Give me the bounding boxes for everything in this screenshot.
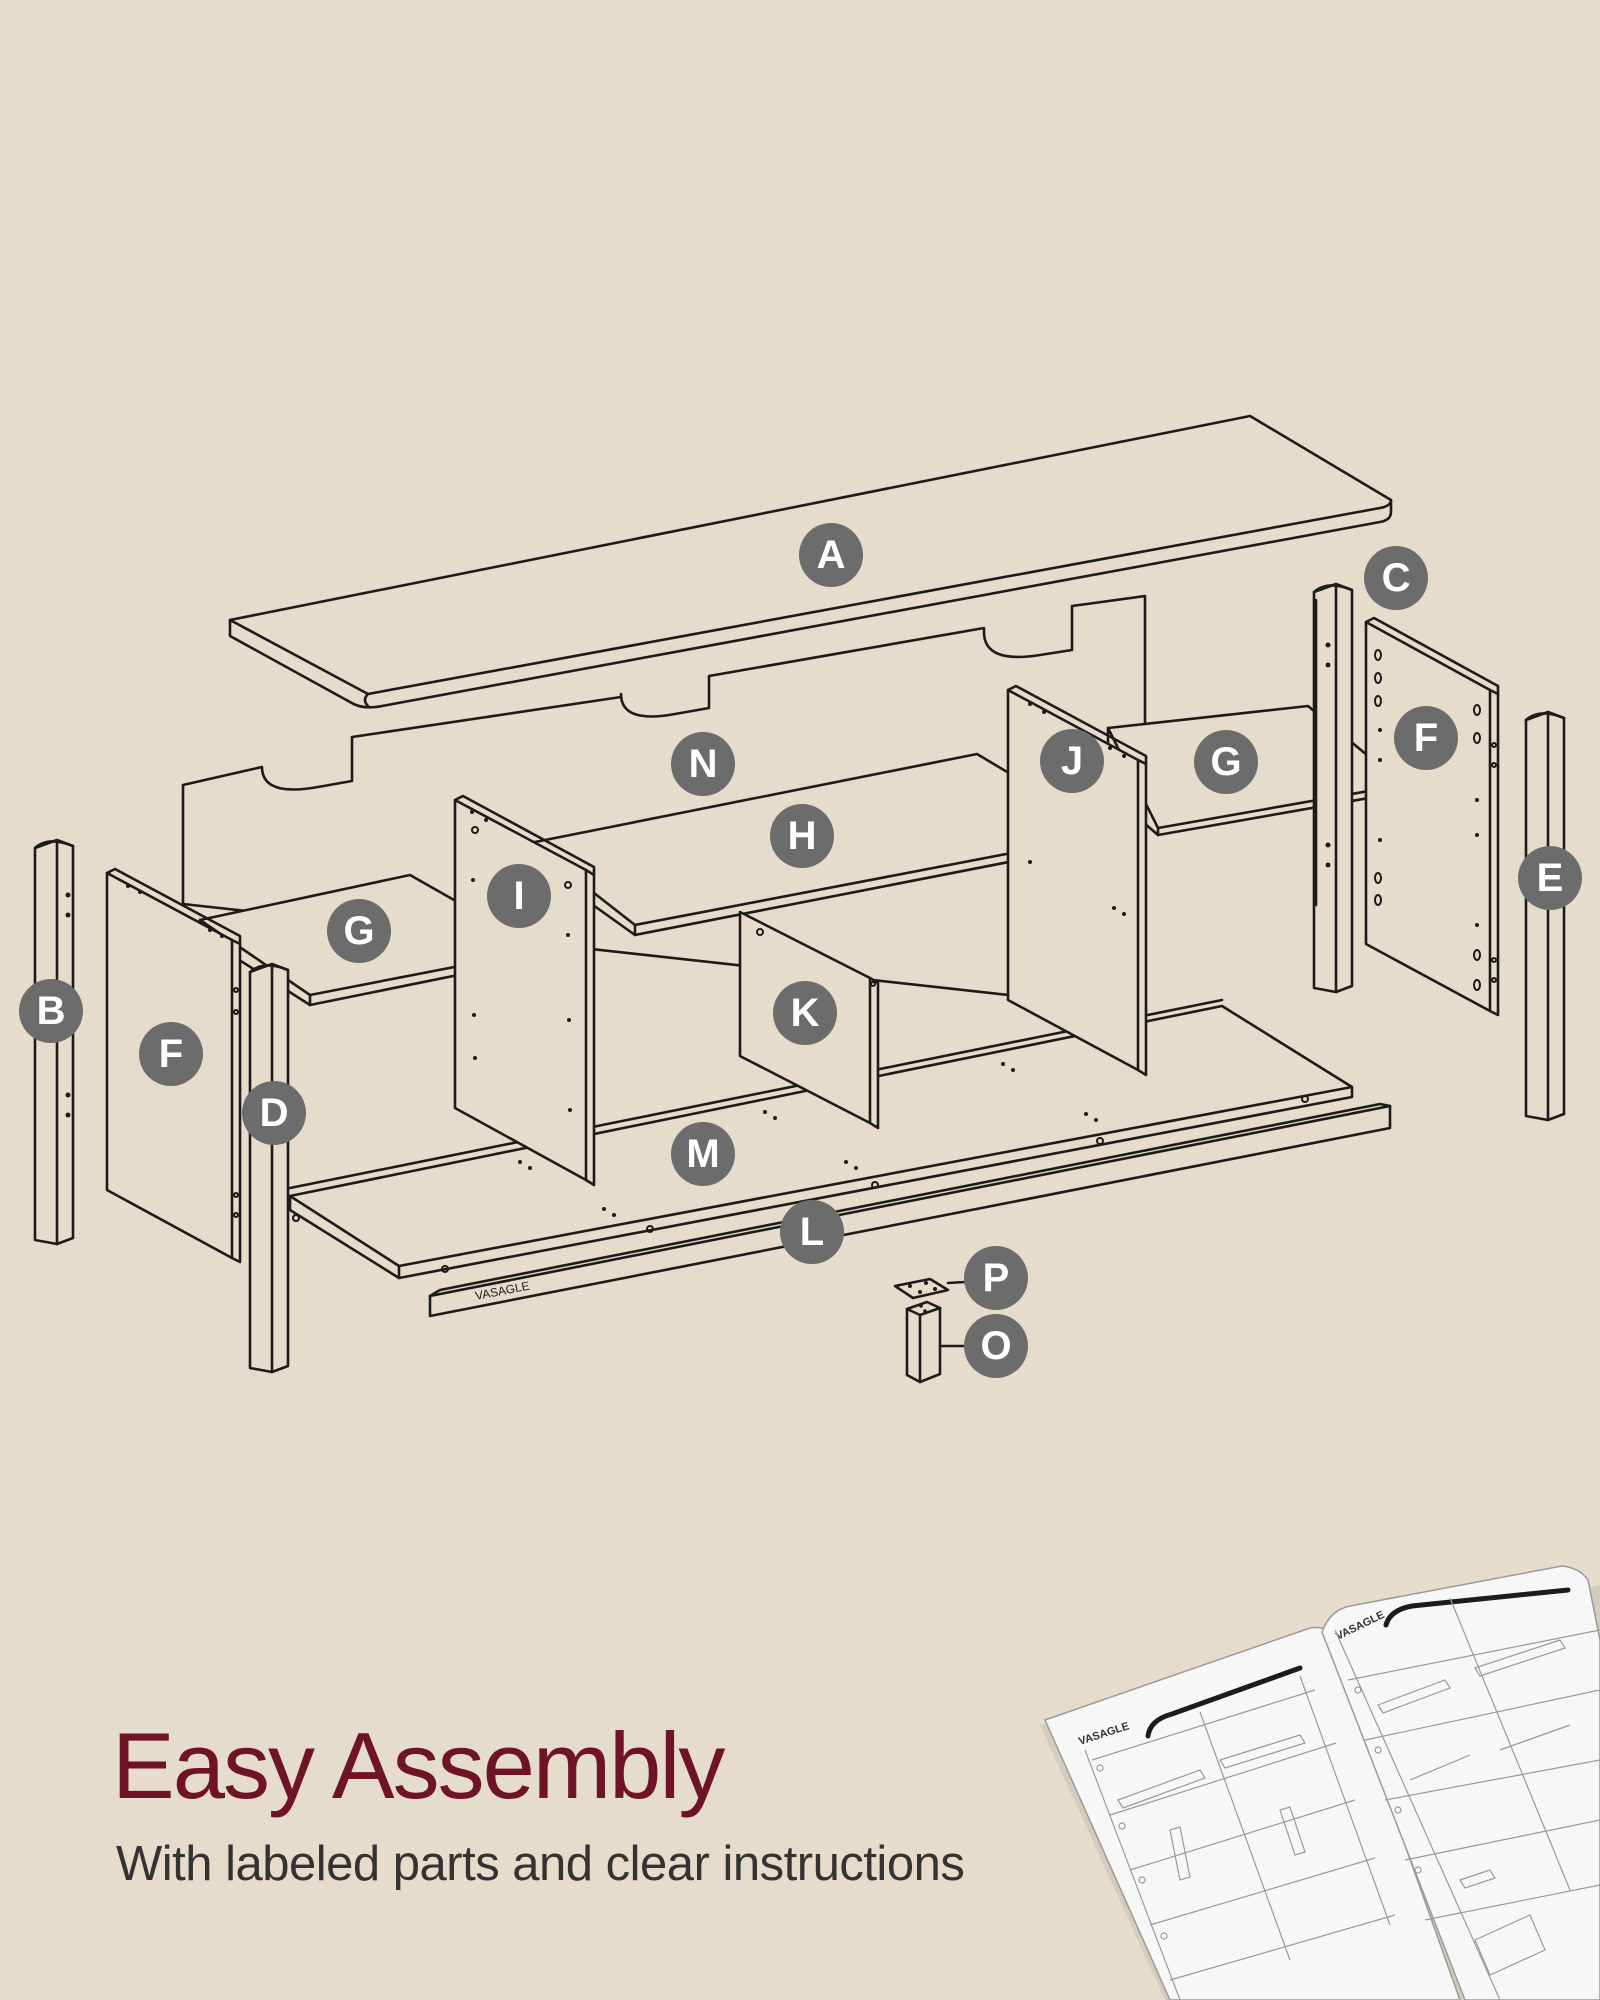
svg-text:D: D xyxy=(260,1091,289,1135)
svg-text:O: O xyxy=(980,1324,1011,1368)
svg-text:F: F xyxy=(1414,716,1438,760)
label-e-badge: E xyxy=(1518,846,1582,910)
label-a-badge: A xyxy=(799,523,863,587)
part-i-divider xyxy=(453,794,596,1187)
label-o-badge: O xyxy=(964,1314,1028,1378)
svg-text:J: J xyxy=(1061,739,1083,783)
svg-text:M: M xyxy=(686,1132,719,1176)
label-l-badge: L xyxy=(780,1200,844,1264)
svg-text:L: L xyxy=(800,1210,824,1254)
svg-text:G: G xyxy=(1210,740,1241,784)
svg-text:F: F xyxy=(159,1032,183,1076)
part-e-leg xyxy=(1524,710,1566,1122)
label-h-badge: H xyxy=(770,804,834,868)
part-m-bottom-panel xyxy=(288,998,1354,1280)
part-d-leg xyxy=(248,962,300,1374)
label-f-left-badge: F xyxy=(139,1022,203,1086)
instruction-manual-image: VASAGLE VASAGLE xyxy=(1040,1565,1600,2000)
label-g-right-badge: G xyxy=(1194,730,1258,794)
headline: Easy Assembly xyxy=(112,1713,725,1818)
subheadline: With labeled parts and clear instruction… xyxy=(116,1837,965,1891)
svg-text:I: I xyxy=(513,874,524,918)
label-g-left-badge: G xyxy=(327,899,391,963)
part-f-right-side-panel xyxy=(1364,616,1500,1017)
svg-text:G: G xyxy=(343,909,374,953)
svg-text:K: K xyxy=(791,991,820,1035)
part-c-leg xyxy=(1312,582,1354,994)
part-l-front-rail: VASAGLE xyxy=(428,1102,1392,1318)
label-n-badge: N xyxy=(671,732,735,796)
label-m-badge: M xyxy=(671,1122,735,1186)
svg-text:B: B xyxy=(37,989,66,1033)
part-j-divider xyxy=(1006,684,1148,1077)
label-c-badge: C xyxy=(1364,546,1428,610)
label-k-badge: K xyxy=(773,981,837,1045)
label-p-badge: P xyxy=(964,1246,1028,1310)
svg-text:N: N xyxy=(689,742,718,786)
label-f-right-badge: F xyxy=(1394,706,1458,770)
svg-text:P: P xyxy=(983,1256,1010,1300)
label-j-badge: J xyxy=(1040,729,1104,793)
svg-text:C: C xyxy=(1382,556,1411,600)
svg-text:E: E xyxy=(1537,856,1564,900)
part-o-foot xyxy=(905,1300,967,1384)
part-p-connector-plate xyxy=(893,1277,967,1300)
label-b-badge: B xyxy=(19,979,83,1043)
label-d-badge: D xyxy=(242,1081,306,1145)
label-i-badge: I xyxy=(487,864,551,928)
svg-text:A: A xyxy=(817,533,846,577)
svg-text:H: H xyxy=(788,814,817,858)
